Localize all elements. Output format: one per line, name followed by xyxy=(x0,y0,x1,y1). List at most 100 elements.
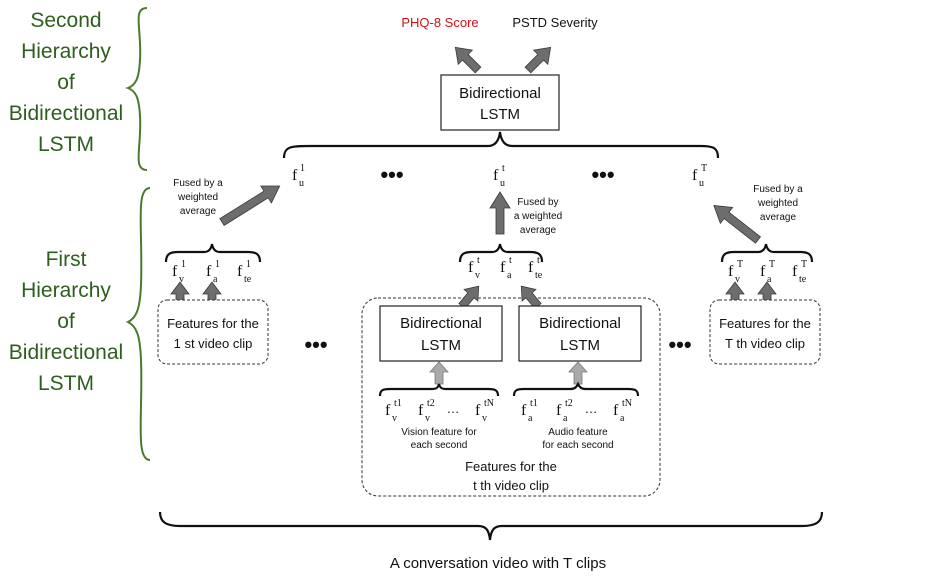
feature-fv-t: f t v xyxy=(468,255,480,281)
feature-sub: v xyxy=(735,274,740,285)
fusion-line: average xyxy=(520,225,557,236)
feature-sup: 1 xyxy=(181,259,186,270)
second-hierarchy-line: Second xyxy=(30,9,101,32)
arrow-vision-seq-to-lstm xyxy=(429,361,449,385)
feature-base: f xyxy=(760,263,766,280)
vision-lstm-line1: Bidirectional xyxy=(400,315,482,332)
feature-sup: T xyxy=(701,163,707,174)
ellipsis-dots: ••• xyxy=(380,162,403,187)
feature-base: f xyxy=(521,402,527,419)
audio-bidirectional-lstm: Bidirectional LSTM xyxy=(518,305,642,362)
feature-sub: u xyxy=(500,178,505,189)
clipt-box-line1: Features for the xyxy=(465,459,557,474)
feature-base: f xyxy=(206,263,212,280)
phq8-score-label: PHQ-8 Score xyxy=(401,15,478,30)
audio-lstm-line1: Bidirectional xyxy=(539,315,621,332)
feature-fv-t1: f t1 v xyxy=(385,398,402,424)
feature-fa-t2: f t2 a xyxy=(556,398,573,424)
feature-sup: tN xyxy=(484,398,494,409)
feature-base: f xyxy=(528,259,534,276)
feature-sup: t2 xyxy=(427,398,435,409)
clip1-brace xyxy=(164,243,262,263)
feature-fa-tN: f tN a xyxy=(613,398,632,424)
feature-fte-1: f 1 te xyxy=(237,259,252,285)
feature-sup: tN xyxy=(622,398,632,409)
second-hierarchy-brace xyxy=(125,7,148,171)
fusion-label-mid: Fused by a weighted average xyxy=(514,197,562,236)
feature-sub: a xyxy=(507,270,512,281)
conversation-brace xyxy=(158,511,824,541)
conversation-caption: A conversation video with T clips xyxy=(390,555,606,572)
first-hierarchy-line: Bidirectional xyxy=(9,341,123,364)
feature-base: f xyxy=(385,402,391,419)
arrow-fusion-mid xyxy=(489,191,511,235)
clipT-box-line1: Features for the xyxy=(719,316,811,331)
fusion-line: Fused by xyxy=(517,197,558,208)
fusion-line: average xyxy=(180,206,217,217)
feature-fv-tN: f tN v xyxy=(475,398,494,424)
arrow-audio-lstm-to-fa xyxy=(520,285,542,310)
vision-lstm-line2: LSTM xyxy=(421,337,461,354)
feature-fu-t: f t u xyxy=(493,163,505,189)
feature-sup: 1 xyxy=(215,259,220,270)
feature-fv-1: f 1 v xyxy=(172,259,186,285)
first-hierarchy-brace xyxy=(125,187,151,461)
feature-sup: 1 xyxy=(246,259,251,270)
seq-ellipsis: … xyxy=(447,401,460,416)
utterance-brace xyxy=(282,131,720,159)
feature-sub: te xyxy=(244,274,252,285)
feature-sub: a xyxy=(563,413,568,424)
clip1-box-line2: 1 st video clip xyxy=(174,336,253,351)
feature-sup: T xyxy=(737,259,743,270)
feature-sub: a xyxy=(767,274,772,285)
fusion-line: weighted xyxy=(177,192,218,203)
feature-sup: T xyxy=(769,259,775,270)
feature-base: f xyxy=(556,402,562,419)
fusion-line: a weighted xyxy=(514,211,562,222)
feature-sub: u xyxy=(699,178,704,189)
clipT-box-line2: T th video clip xyxy=(725,336,805,351)
feature-sub: v xyxy=(425,413,430,424)
feature-fv-t2: f t2 v xyxy=(418,398,435,424)
arrow-to-phq8 xyxy=(454,46,482,74)
second-hierarchy-line: Hierarchy xyxy=(21,40,111,63)
feature-sup: t2 xyxy=(565,398,573,409)
feature-base: f xyxy=(418,402,424,419)
feature-base: f xyxy=(468,259,474,276)
audio-lstm-line2: LSTM xyxy=(560,337,600,354)
feature-sub: a xyxy=(213,274,218,285)
feature-fa-1: f 1 a xyxy=(206,259,220,285)
first-hierarchy-line: of xyxy=(57,310,75,333)
feature-base: f xyxy=(172,263,178,280)
feature-sub: u xyxy=(299,178,304,189)
feature-base: f xyxy=(728,263,734,280)
arrow-to-ptsd xyxy=(524,46,552,74)
feature-sub: a xyxy=(620,413,625,424)
audio-seq-brace xyxy=(512,381,640,397)
fusion-line: Fused by a xyxy=(753,184,803,195)
top-lstm-line2: LSTM xyxy=(480,106,520,123)
vision-caption-line1: Vision feature for xyxy=(401,427,477,438)
feature-sub: te xyxy=(799,274,807,285)
vision-bidirectional-lstm: Bidirectional LSTM xyxy=(379,305,503,362)
first-hierarchy-label: First Hierarchy of Bidirectional LSTM xyxy=(9,248,123,395)
ellipsis-dots: ••• xyxy=(591,162,614,187)
feature-fu-1: f 1 u xyxy=(292,163,305,189)
feature-base: f xyxy=(500,259,506,276)
fusion-label-right: Fused by a weighted average xyxy=(753,184,803,223)
seq-ellipsis: … xyxy=(585,401,598,416)
feature-base: f xyxy=(493,167,499,184)
feature-fte-t: f t te xyxy=(528,255,543,281)
feature-sub: a xyxy=(528,413,533,424)
feature-fa-t: f t a xyxy=(500,255,512,281)
arrow-audio-seq-to-lstm xyxy=(568,361,588,385)
feature-base: f xyxy=(692,167,698,184)
fusion-line: weighted xyxy=(757,198,798,209)
feature-base: f xyxy=(292,167,298,184)
fusion-label-left: Fused by a weighted average xyxy=(173,178,223,217)
clipT-brace xyxy=(720,243,814,263)
arrow-fusion-right xyxy=(713,205,762,244)
fusion-line: Fused by a xyxy=(173,178,223,189)
top-lstm-line1: Bidirectional xyxy=(459,85,541,102)
vision-seq-brace xyxy=(378,383,500,397)
